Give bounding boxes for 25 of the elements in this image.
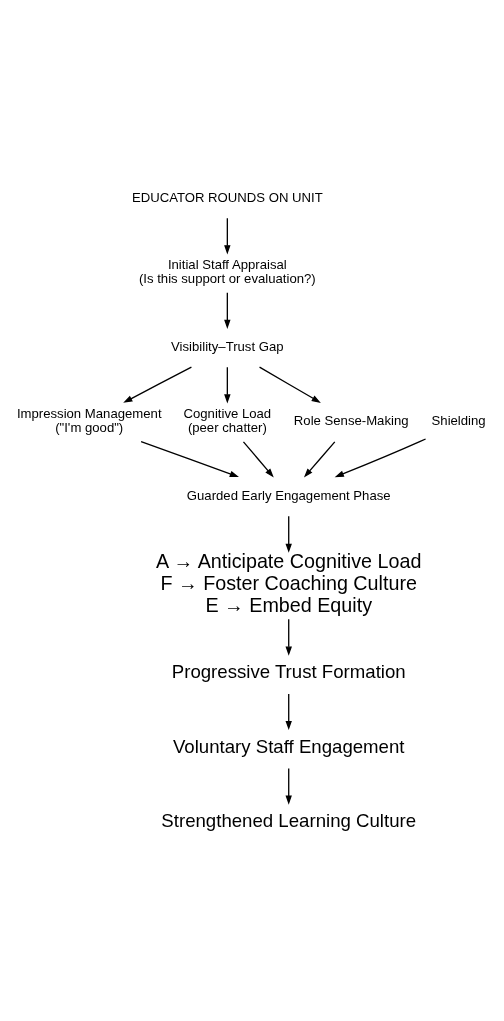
arrow bbox=[242, 441, 274, 478]
node-text: Strengthened Learning Culture bbox=[161, 810, 417, 832]
arrow bbox=[285, 693, 292, 731]
arrow bbox=[334, 438, 427, 478]
arrow bbox=[258, 366, 321, 403]
arrow bbox=[285, 767, 292, 805]
node-text: Progressive Trust Formation bbox=[171, 661, 406, 683]
arrow bbox=[303, 441, 336, 478]
arrow bbox=[224, 366, 231, 404]
arrow bbox=[224, 292, 231, 329]
node-text: Impression Management ("I'm good") bbox=[16, 405, 162, 436]
node-text: Initial Staff Appraisal (Is this support or evaluation?) bbox=[138, 256, 316, 287]
arrow bbox=[285, 515, 292, 553]
arrow bbox=[285, 618, 292, 656]
node-text: Shielding bbox=[431, 413, 486, 429]
node-text: Role Sense-Making bbox=[293, 413, 409, 429]
arrow bbox=[224, 217, 231, 255]
node-text: Visibility–Trust Gap bbox=[171, 338, 284, 354]
arrow bbox=[123, 366, 193, 403]
node-text: Voluntary Staff Engagement bbox=[172, 735, 405, 757]
node-text: Cognitive Load (peer chatter) bbox=[183, 405, 272, 436]
node-text: A → Anticipate Cognitive Load F → Foster Coaching Culture E → Embed Equity bbox=[156, 549, 422, 616]
node-text: EDUCATOR ROUNDS ON UNIT bbox=[131, 189, 323, 205]
arrow bbox=[140, 440, 239, 478]
node-text: Guarded Early Engagement Phase bbox=[186, 487, 391, 503]
